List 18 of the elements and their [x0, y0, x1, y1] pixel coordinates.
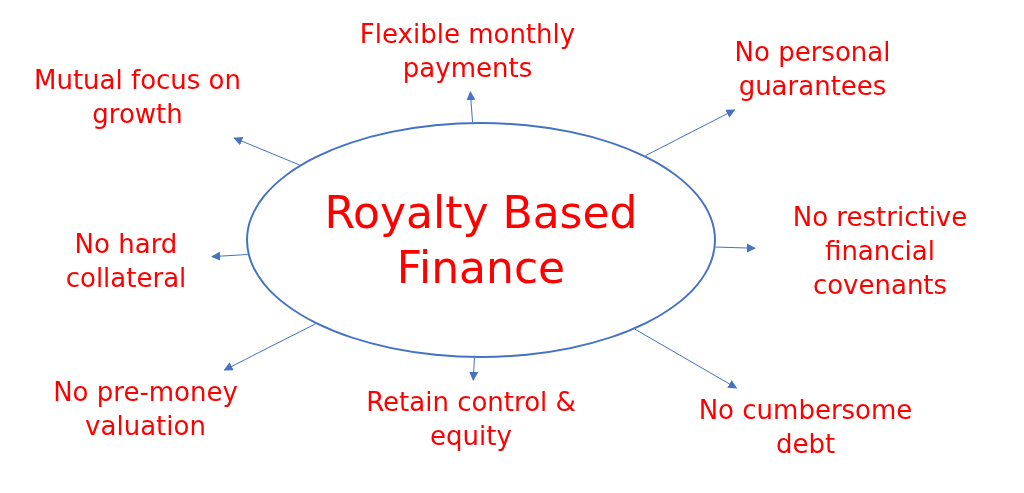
arrow — [223, 323, 317, 371]
benefit-text: Flexible monthly payments — [325, 12, 610, 92]
arrow — [466, 91, 476, 123]
benefit-text: No personal guarantees — [690, 30, 935, 110]
arrow — [715, 243, 756, 253]
arrow — [644, 109, 736, 157]
benefit-text: No cumbersome debt — [668, 388, 943, 468]
arrow — [233, 136, 301, 166]
arrow — [634, 328, 738, 389]
arrow — [211, 251, 249, 261]
benefit-text: Retain control & equity — [356, 380, 586, 460]
benefit-text: No pre-money valuation — [18, 370, 273, 450]
ellipse-node — [246, 122, 716, 358]
benefit-text: No restrictive financial covenants — [755, 192, 1005, 312]
arrow — [469, 357, 479, 381]
center-title: Royalty Based Finance — [323, 186, 639, 295]
benefit-text: No hard collateral — [40, 222, 212, 302]
benefit-text: Mutual focus on growth — [30, 58, 245, 138]
